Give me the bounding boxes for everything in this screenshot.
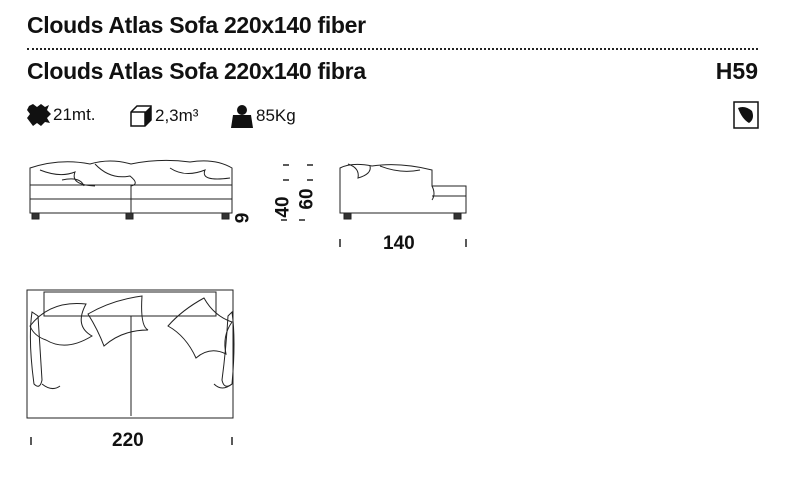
- title-divider: [27, 48, 758, 50]
- depth-dimension: 140: [383, 233, 415, 254]
- fiber-filling-icon: [733, 101, 759, 129]
- weight-amount: 85Kg: [256, 106, 296, 125]
- leg-height-dimension: 9: [232, 212, 254, 224]
- fabric-spec: 21mt.: [27, 104, 96, 126]
- width-dimension: 220: [112, 430, 144, 451]
- box-volume-icon: [130, 105, 152, 127]
- product-code: H59: [715, 58, 758, 84]
- product-title-english: Clouds Atlas Sofa 220x140 fiber: [27, 12, 366, 38]
- volume-amount: 2,3m³: [155, 106, 199, 125]
- fabric-amount: 21mt.: [53, 105, 96, 124]
- seat-height-dimension: 40: [272, 196, 294, 218]
- sofa-top-view: [26, 289, 235, 419]
- total-height-dimension: 60: [296, 188, 318, 210]
- dimension-ticks: [30, 164, 467, 445]
- sofa-front-view: [29, 159, 233, 220]
- weight-spec: 85Kg: [230, 104, 296, 128]
- weight-icon: [231, 105, 253, 128]
- sofa-side-view: [339, 163, 467, 220]
- volume-spec: 2,3m³: [129, 104, 198, 128]
- product-title-italian: Clouds Atlas Sofa 220x140 fibra: [27, 58, 366, 84]
- fabric-swatch-icon: [27, 104, 51, 126]
